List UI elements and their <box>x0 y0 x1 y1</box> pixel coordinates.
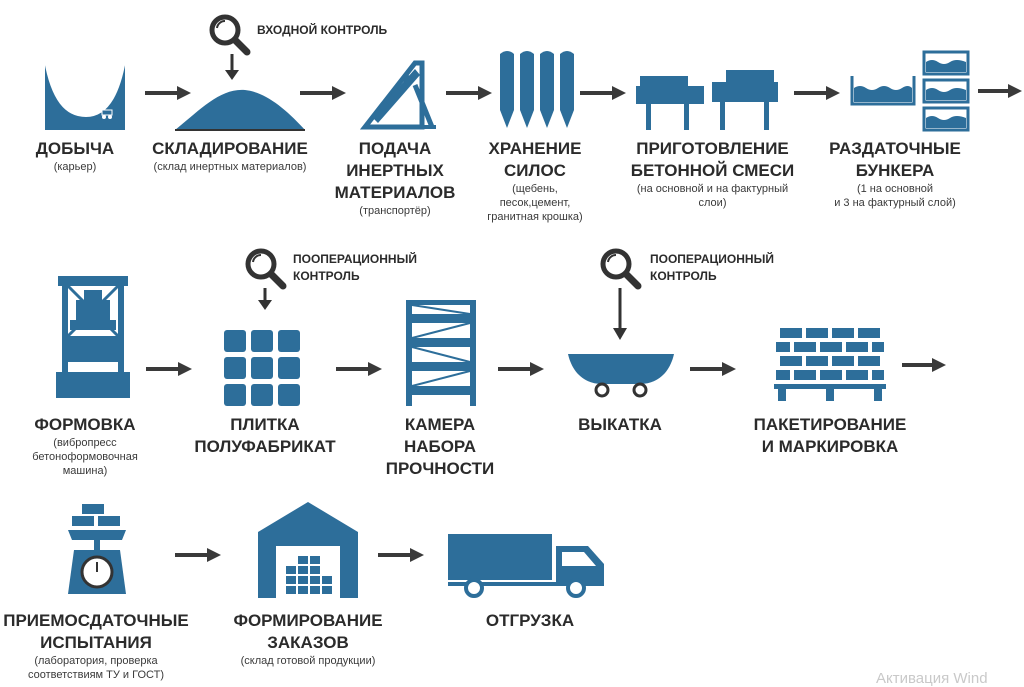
arrow-right-icon <box>175 548 221 562</box>
conveyor-icon <box>360 60 436 130</box>
step-title: ВЫКАТКА <box>578 415 662 434</box>
step-title: ХРАНЕНИЕ СИЛОС <box>488 139 582 180</box>
step-title: ПРИЕМОСДАТОЧНЫЕ ИСПЫТАНИЯ <box>3 611 189 652</box>
step-shipping: ОТГРУЗКА <box>460 610 600 632</box>
quarry-icon <box>44 59 126 130</box>
step-title: ОТГРУЗКА <box>485 611 575 630</box>
os-activation-watermark: Активация Wind <box>876 670 988 687</box>
brick-pallet-icon <box>774 328 886 401</box>
material-pile-icon <box>175 89 305 131</box>
vibropress-icon <box>56 276 130 398</box>
step-title: ПЛИТКА ПОЛУФАБРИКАТ <box>194 415 336 456</box>
cart-icon <box>568 354 674 398</box>
arrow-right-icon <box>446 86 492 100</box>
arrow-right-icon <box>300 86 346 100</box>
step-testing: ПРИЕМОСДАТОЧНЫЕ ИСПЫТАНИЯ (лаборатория, … <box>0 610 192 682</box>
step-storage: СКЛАДИРОВАНИЕ (склад инертных материалов… <box>135 138 325 174</box>
arrow-right-icon <box>378 548 424 562</box>
step-extraction: ДОБЫЧА (карьер) <box>20 138 130 174</box>
step-title: ПОДАЧА ИНЕРТНЫХ МАТЕРИАЛОВ <box>334 139 456 202</box>
quality-check-label: ПООПЕРАЦИОННЫЙ КОНТРОЛЬ <box>650 252 774 283</box>
magnifier-icon <box>245 248 287 310</box>
step-subtitle: (карьер) <box>53 161 97 173</box>
step-orders: ФОРМИРОВАНИЕ ЗАКАЗОВ (склад готовой прод… <box>218 610 398 668</box>
step-subtitle: (на основной и на фактурный слои) <box>636 183 789 209</box>
step-title: КАМЕРА НАБОРА ПРОЧНОСТИ <box>385 415 495 478</box>
magnifier-icon <box>209 14 251 80</box>
arrow-right-icon <box>146 362 192 376</box>
step-subtitle: (склад инертных материалов) <box>153 161 307 173</box>
step-subtitle: (лаборатория, проверка соответствиям ТУ … <box>28 655 164 681</box>
hopper-icon <box>850 50 970 132</box>
step-silo: ХРАНЕНИЕ СИЛОС (щебень, песок,цемент, гр… <box>470 138 600 224</box>
step-title: РАЗДАТОЧНЫЕ БУНКЕРА <box>829 139 961 180</box>
arrow-right-icon <box>498 362 544 376</box>
mixer-icon <box>636 70 778 130</box>
quality-check-label: ПООПЕРАЦИОННЫЙ КОНТРОЛЬ <box>293 252 417 283</box>
step-title: ПАКЕТИРОВАНИЕ И МАРКИРОВКА <box>753 415 907 456</box>
magnifier-icon <box>600 248 642 340</box>
arrow-right-icon <box>336 362 382 376</box>
step-subtitle: (щебень, песок,цемент, гранитная крошка) <box>487 183 583 223</box>
arrow-right-icon <box>902 358 946 372</box>
step-title: ПРИГОТОВЛЕНИЕ БЕТОННОЙ СМЕСИ <box>630 139 795 180</box>
tile-grid-icon <box>224 330 300 406</box>
arrow-right-icon <box>978 84 1022 98</box>
step-curing: КАМЕРА НАБОРА ПРОЧНОСТИ <box>375 414 505 480</box>
curing-rack-icon <box>406 300 476 406</box>
step-semi: ПЛИТКА ПОЛУФАБРИКАТ <box>185 414 345 458</box>
arrow-right-icon <box>145 86 191 100</box>
warehouse-icon <box>258 502 358 598</box>
truck-icon <box>448 534 604 598</box>
step-subtitle: (1 на основной и 3 на фактурный слой) <box>834 183 956 209</box>
step-title: СКЛАДИРОВАНИЕ <box>152 139 308 158</box>
step-subtitle: (транспортёр) <box>359 205 431 217</box>
step-mixing: ПРИГОТОВЛЕНИЕ БЕТОННОЙ СМЕСИ (на основно… <box>620 138 805 210</box>
quality-check-label: ВХОДНОЙ КОНТРОЛЬ <box>257 23 388 37</box>
step-title: ФОРМИРОВАНИЕ ЗАКАЗОВ <box>233 611 383 652</box>
silo-icon <box>500 51 574 128</box>
step-subtitle: (вибропресс бетоноформовочная машина) <box>32 437 138 477</box>
step-title: ФОРМОВКА <box>34 415 136 434</box>
arrow-right-icon <box>690 362 736 376</box>
step-rollout: ВЫКАТКА <box>555 414 685 436</box>
step-subtitle: (склад готовой продукции) <box>240 655 376 667</box>
step-feeding: ПОДАЧА ИНЕРТНЫХ МАТЕРИАЛОВ (транспортёр) <box>320 138 470 218</box>
scale-icon <box>68 504 126 594</box>
step-title: ДОБЫЧА <box>35 139 115 158</box>
arrow-right-icon <box>794 86 840 100</box>
step-molding: ФОРМОВКА (вибропресс бетоноформовочная м… <box>20 414 150 478</box>
arrow-right-icon <box>580 86 626 100</box>
step-hoppers: РАЗДАТОЧНЫЕ БУНКЕРА (1 на основной и 3 н… <box>815 138 975 210</box>
step-packing: ПАКЕТИРОВАНИЕ И МАРКИРОВКА <box>735 414 925 458</box>
